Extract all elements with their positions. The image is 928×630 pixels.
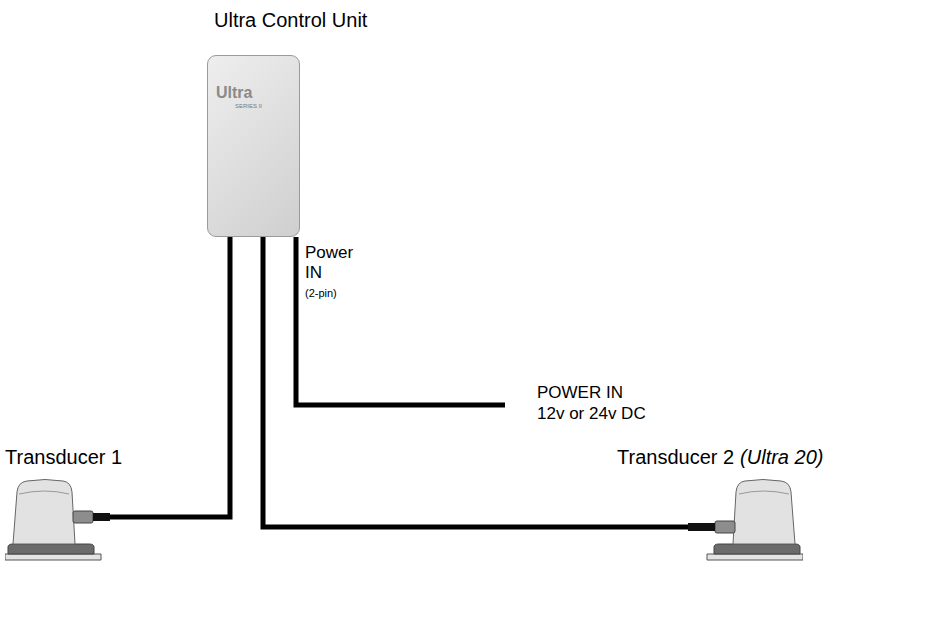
transducer-body xyxy=(733,480,795,545)
pin-count: (2-pin) xyxy=(305,287,337,300)
base xyxy=(714,544,800,554)
brand-mark: Ultra xyxy=(216,84,252,102)
cable xyxy=(263,237,688,527)
cable xyxy=(110,237,230,517)
base xyxy=(8,544,94,554)
body-ridge xyxy=(19,491,69,494)
transducer-drawing xyxy=(5,470,110,565)
voltage-label: 12v or 24v DC xyxy=(537,404,646,424)
transducer-label: Transducer 2 xyxy=(617,446,734,469)
cable-plug xyxy=(688,523,715,531)
series-mark: SERIES II xyxy=(235,103,262,110)
unit-heading: Ultra Control Unit xyxy=(214,9,367,32)
base-plate xyxy=(5,554,101,560)
power-label: POWER IN xyxy=(537,383,623,403)
model-note: (Ultra 20) xyxy=(740,446,823,469)
transducer-1: Transducer 1 xyxy=(5,470,110,565)
power-cable xyxy=(296,237,505,405)
body-ridge xyxy=(739,491,789,494)
connector-stub xyxy=(715,521,735,533)
transducer-drawing xyxy=(688,470,803,565)
transducer-body xyxy=(13,480,75,545)
base-plate xyxy=(707,554,803,560)
pin-label: Power IN xyxy=(305,243,360,282)
transducer-2: Transducer 2(Ultra 20) xyxy=(688,470,803,565)
cable-plug xyxy=(93,513,110,521)
connector-stub xyxy=(73,511,93,523)
transducer-label: Transducer 1 xyxy=(5,446,122,469)
control-unit-box: Ultra Control UnitUltraSERIES II xyxy=(207,55,300,237)
